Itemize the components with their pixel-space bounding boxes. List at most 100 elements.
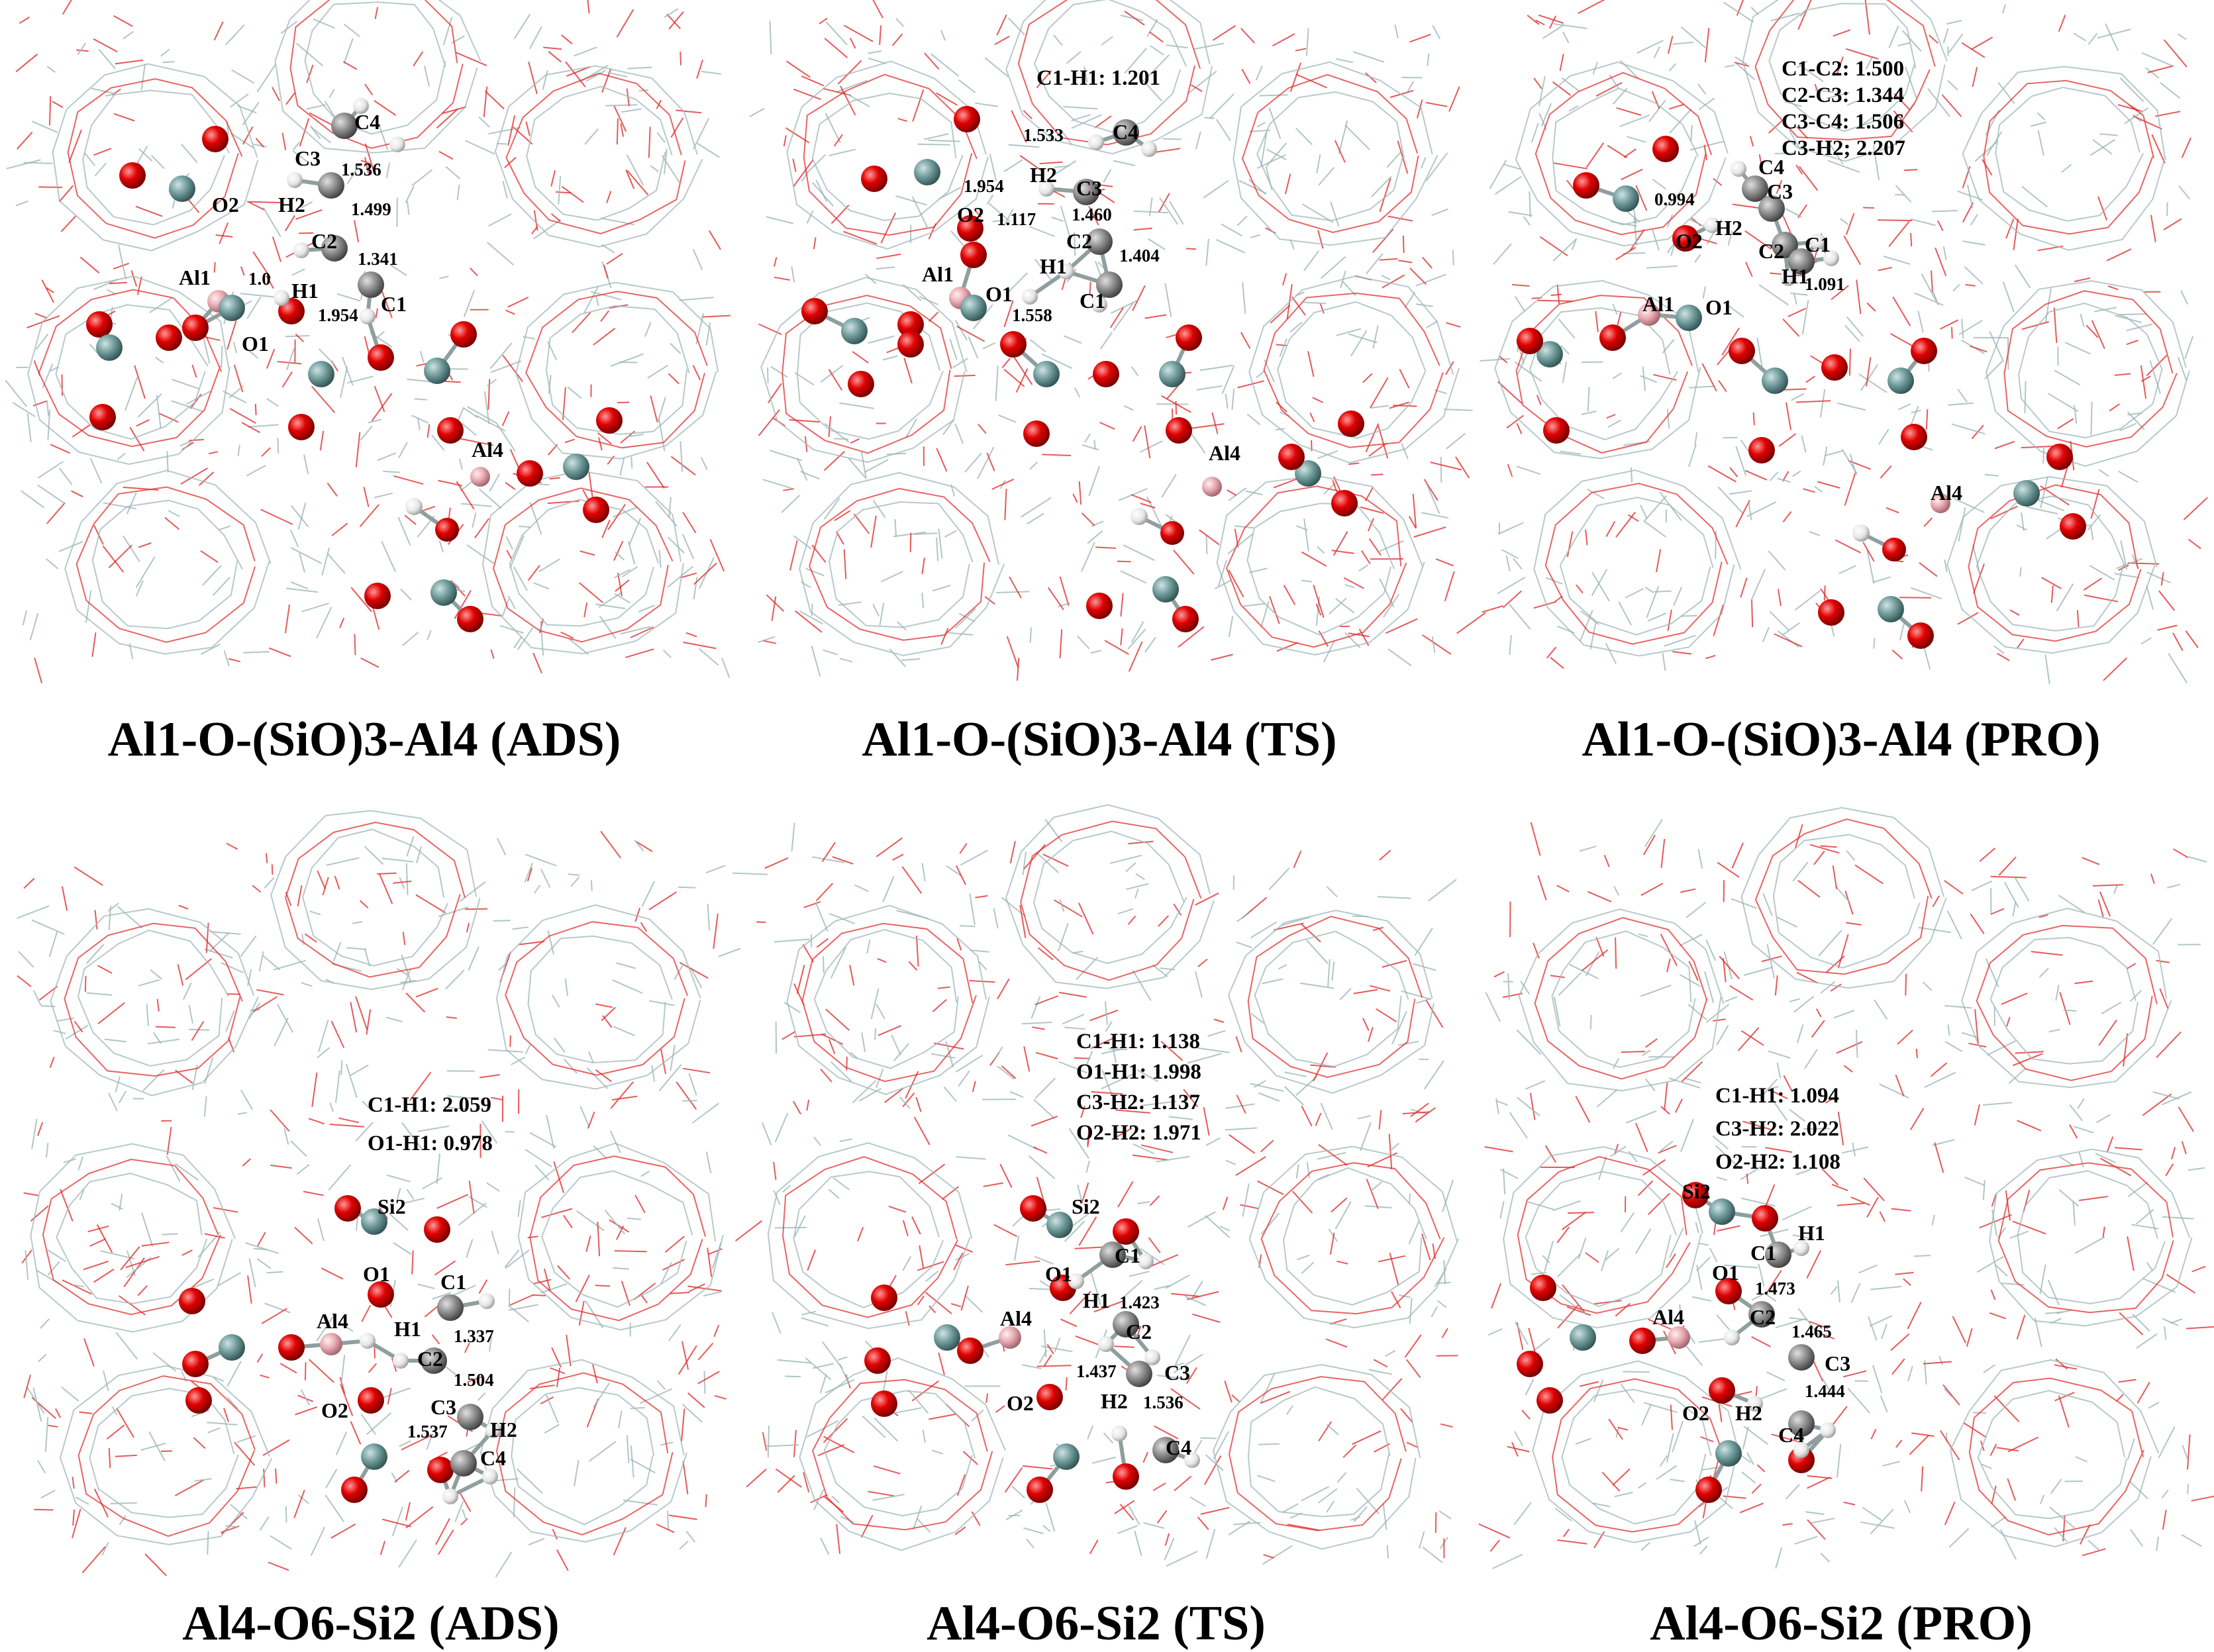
framework-bond	[2048, 393, 2078, 411]
framework-bond	[1771, 13, 1799, 21]
framework-bond	[2158, 1427, 2174, 1458]
o-atom	[1821, 354, 1848, 381]
framework-bond	[496, 1552, 512, 1577]
framework-bond	[958, 1071, 970, 1087]
framework-bond	[1485, 993, 1500, 1022]
framework-bond	[1121, 628, 1122, 646]
o-atom	[1113, 1218, 1139, 1245]
framework-bond	[1725, 996, 1737, 1001]
framework-bond	[1644, 520, 1666, 537]
framework-bond	[1553, 240, 1576, 262]
framework-bond	[1608, 420, 1621, 428]
framework-bond	[1903, 1279, 1911, 1285]
framework-bond	[826, 1009, 850, 1030]
framework-bond	[295, 1228, 313, 1244]
framework-bond	[936, 448, 946, 471]
framework-bond	[227, 1361, 241, 1386]
framework-bond	[156, 1027, 176, 1028]
framework-bond	[812, 604, 813, 616]
framework-bond	[1393, 405, 1417, 406]
framework-bond	[781, 495, 800, 513]
framework-bond	[1410, 1298, 1412, 1324]
framework-bond	[1656, 550, 1660, 572]
framework-bond	[2059, 15, 2066, 32]
framework-bond	[1507, 1447, 1530, 1452]
framework-bond	[1219, 560, 1227, 586]
framework-bond	[1940, 320, 1958, 329]
framework-bond	[368, 420, 381, 423]
framework-bond	[1652, 91, 1660, 109]
framework-bond	[657, 132, 665, 142]
framework-bond	[263, 956, 279, 970]
framework-bond	[1243, 604, 1265, 607]
framework-bond	[1211, 655, 1233, 660]
h-atom	[360, 309, 376, 324]
atom-label: 1.499	[351, 199, 391, 219]
framework-bond	[2156, 961, 2170, 963]
framework-bond	[1619, 602, 1631, 625]
framework-bond	[1283, 273, 1286, 285]
framework-bond	[1991, 909, 2004, 914]
framework-bond	[873, 605, 879, 616]
framework-bond	[229, 385, 244, 397]
o-atom	[1160, 521, 1184, 545]
framework-bond	[997, 1066, 1015, 1079]
framework-bond	[1046, 1502, 1054, 1531]
framework-bond	[679, 297, 714, 300]
framework-bond	[807, 1421, 838, 1437]
h-atom	[1088, 134, 1104, 150]
framework-bond	[1985, 475, 1999, 476]
framework-bond	[91, 89, 115, 94]
framework-bond	[1217, 119, 1231, 140]
distance-line: O2-H2: 1.108	[1715, 1145, 1840, 1179]
framework-bond	[1285, 1072, 1307, 1077]
o-atom	[1652, 136, 1679, 162]
framework-bond	[38, 1461, 45, 1473]
framework-bond	[2003, 282, 2014, 313]
framework-bond	[818, 1445, 844, 1455]
framework-bond	[1674, 587, 1682, 606]
framework-bond	[2058, 418, 2074, 428]
framework-bond	[1729, 491, 1752, 494]
framework-bond	[824, 1437, 854, 1453]
framework-bond	[1923, 982, 1932, 991]
framework-bond	[819, 19, 827, 24]
framework-bond	[919, 1164, 944, 1183]
framework-bond	[1717, 863, 1739, 877]
framework-bond	[1708, 466, 1736, 482]
framework-bond	[893, 854, 904, 860]
framework-bond	[1597, 1090, 1617, 1107]
framework-bond	[1550, 657, 1564, 669]
framework-bond	[514, 1487, 515, 1517]
framework-bond	[525, 854, 556, 865]
framework-bond	[425, 1306, 438, 1317]
atom-label: 1.091	[1805, 274, 1845, 294]
framework-bond	[1241, 332, 1250, 349]
framework-bond	[1336, 59, 1352, 63]
panel-title-p3: Al1-O-(SiO)3-Al4 (PRO)	[1477, 712, 2205, 768]
framework-bond	[1580, 846, 1597, 851]
framework-bond	[1856, 280, 1860, 315]
framework-bond	[1150, 46, 1164, 55]
framework-bond	[1365, 1206, 1391, 1208]
framework-bond	[2146, 68, 2160, 78]
framework-bond	[1870, 1509, 1893, 1533]
framework-bond	[1645, 819, 1662, 847]
framework-bond	[1774, 634, 1802, 646]
framework-bond	[1370, 377, 1388, 408]
framework-bond	[101, 1251, 135, 1259]
framework-bond	[506, 311, 515, 315]
framework-bond	[906, 1311, 909, 1326]
framework-bond	[862, 1032, 865, 1052]
framework-bond	[1942, 95, 1962, 117]
framework-bond	[2039, 968, 2048, 977]
framework-bond	[1034, 1100, 1055, 1119]
framework-bond	[90, 1239, 106, 1246]
framework-bond	[2017, 1120, 2041, 1131]
o-atom	[437, 417, 464, 444]
framework-bond	[1100, 422, 1115, 429]
framework-bond	[652, 1065, 654, 1082]
framework-bond	[98, 1002, 125, 1024]
framework-bond	[2178, 357, 2187, 381]
framework-bond	[322, 548, 329, 575]
